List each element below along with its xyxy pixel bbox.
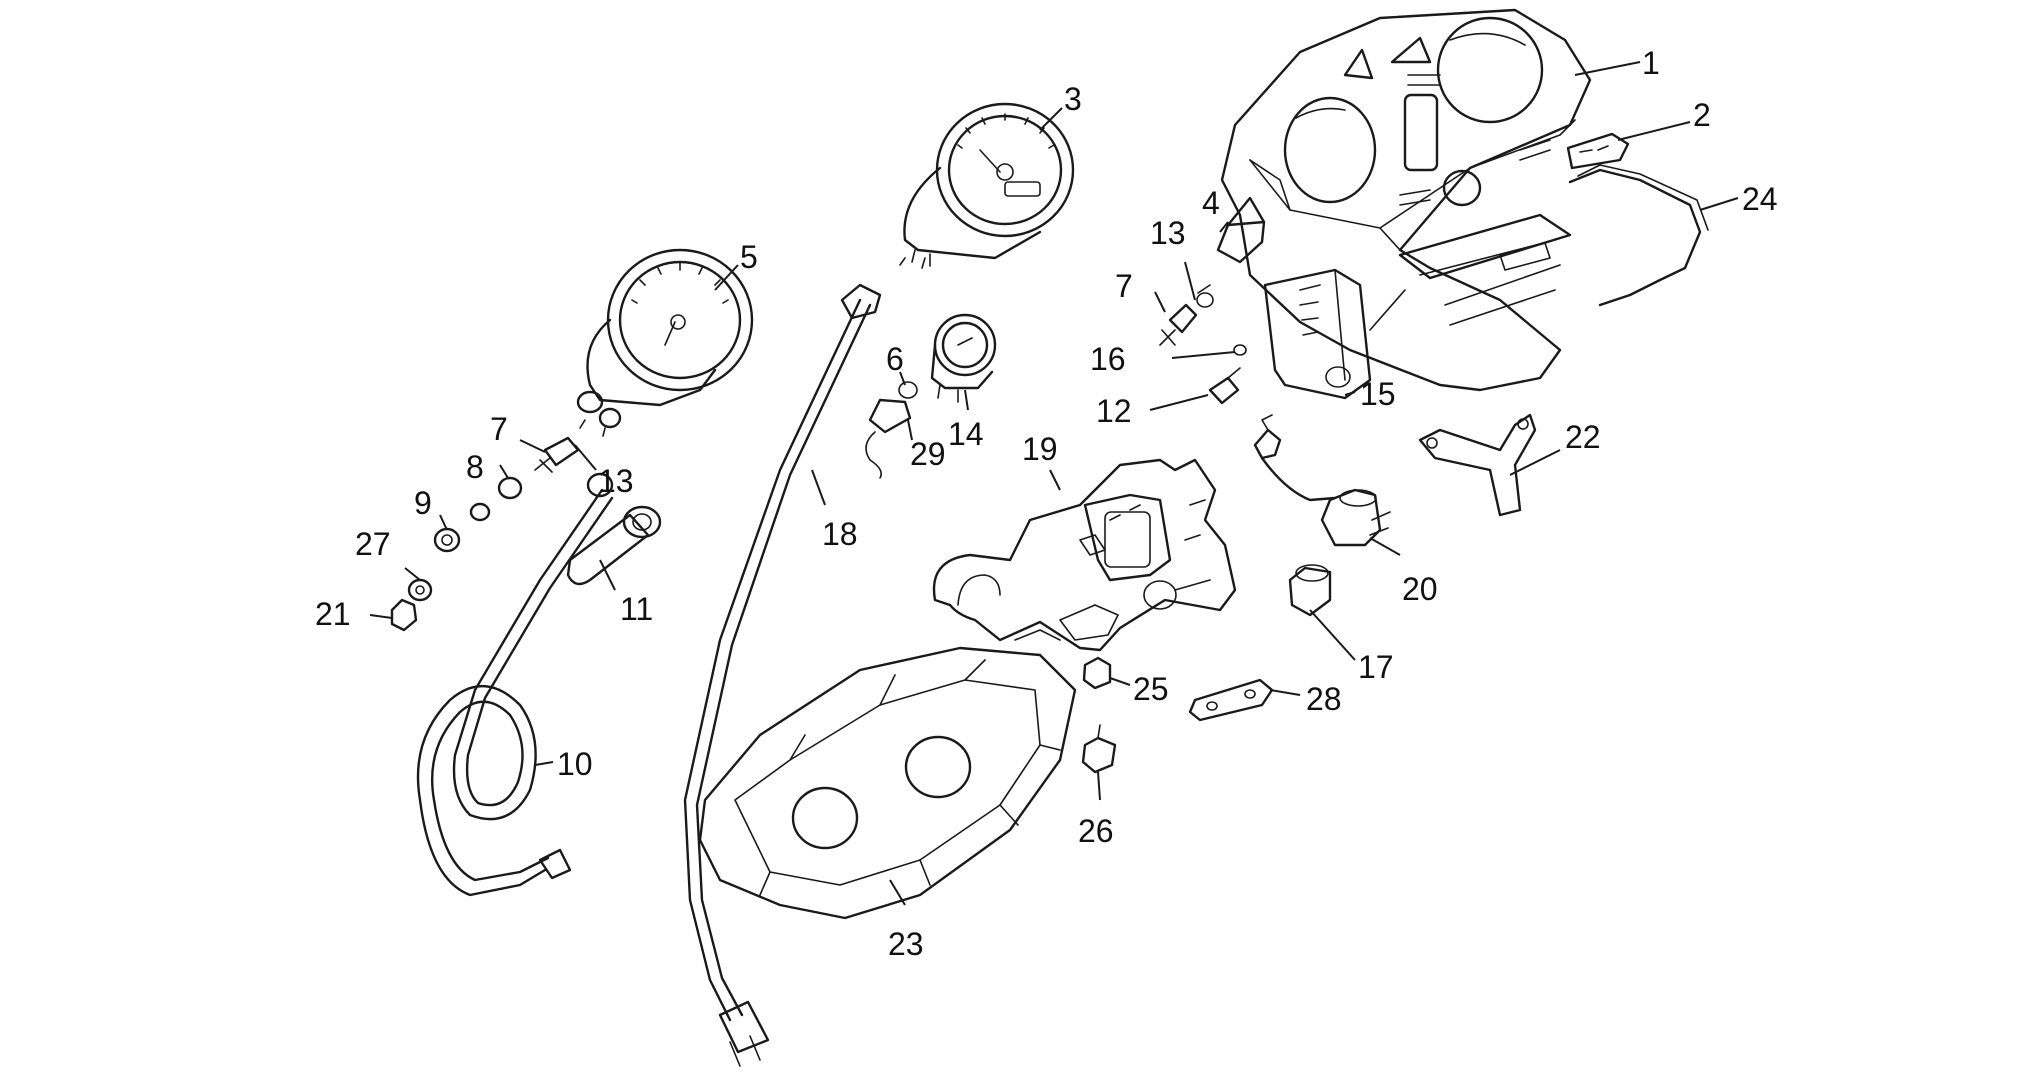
part-mounting-bracket <box>932 458 1237 652</box>
callout-20: 20 <box>1402 571 1438 607</box>
callout-29: 29 <box>910 436 946 472</box>
part-bulb-16 <box>1233 344 1247 356</box>
part-lower-cover <box>698 646 1077 920</box>
callout-13-right: 13 <box>1150 215 1186 251</box>
leader-lines <box>369 61 1739 906</box>
callout-27: 27 <box>355 526 391 562</box>
callout-26: 26 <box>1078 813 1114 849</box>
callout-4: 4 <box>1202 185 1220 221</box>
callout-25: 25 <box>1133 671 1169 707</box>
callout-17: 17 <box>1358 649 1394 685</box>
part-ignition-switch <box>1253 414 1391 547</box>
part-speedo-cable <box>683 283 882 1067</box>
callout-28: 28 <box>1306 681 1342 717</box>
callout-9: 9 <box>414 485 432 521</box>
part-y-bracket <box>1418 413 1537 517</box>
part-hardware-left <box>390 436 580 632</box>
callout-23: 23 <box>888 926 924 962</box>
callout-19: 19 <box>1022 431 1058 467</box>
part-clip <box>1081 724 1117 774</box>
part-switch-block <box>1263 268 1406 400</box>
callout-3: 3 <box>1064 81 1082 117</box>
callout-13-left: 13 <box>598 463 634 499</box>
callout-22: 22 <box>1565 419 1601 455</box>
callout-16: 16 <box>1090 341 1126 377</box>
part-instrument-panel <box>1220 8 1592 392</box>
callout-7-right: 7 <box>1115 268 1133 304</box>
callout-15: 15 <box>1360 376 1396 412</box>
part-small-plate <box>1188 678 1274 722</box>
callout-14: 14 <box>948 416 984 452</box>
part-bulb-socket-right <box>1159 284 1214 346</box>
part-tacho-cable <box>416 472 614 897</box>
callout-6: 6 <box>886 341 904 377</box>
part-speedometer <box>899 102 1075 269</box>
callout-labels: 1 2 3 4 5 6 7 7 8 9 10 11 12 13 13 14 15… <box>315 45 1778 962</box>
part-bulb-holder <box>865 381 918 479</box>
callout-8: 8 <box>466 449 484 485</box>
callout-2: 2 <box>1693 97 1711 133</box>
callout-5: 5 <box>740 239 758 275</box>
part-bulb-12 <box>1208 367 1241 405</box>
callout-11: 11 <box>620 591 653 627</box>
callout-21: 21 <box>315 596 351 632</box>
callout-1: 1 <box>1642 45 1660 81</box>
part-warning-bar <box>1566 132 1630 170</box>
callout-24: 24 <box>1742 181 1778 217</box>
part-bulb-lens <box>1288 564 1332 617</box>
callout-18: 18 <box>822 516 858 552</box>
part-bracket-wire <box>1568 164 1709 307</box>
callout-12: 12 <box>1096 393 1132 429</box>
part-warning-lamp <box>1216 196 1266 264</box>
part-tachometer <box>576 248 754 437</box>
part-grommet <box>1082 656 1112 690</box>
callout-7-left: 7 <box>490 411 508 447</box>
callout-10: 10 <box>557 746 593 782</box>
part-drive-tube <box>566 505 662 586</box>
part-small-gauge <box>930 313 997 403</box>
